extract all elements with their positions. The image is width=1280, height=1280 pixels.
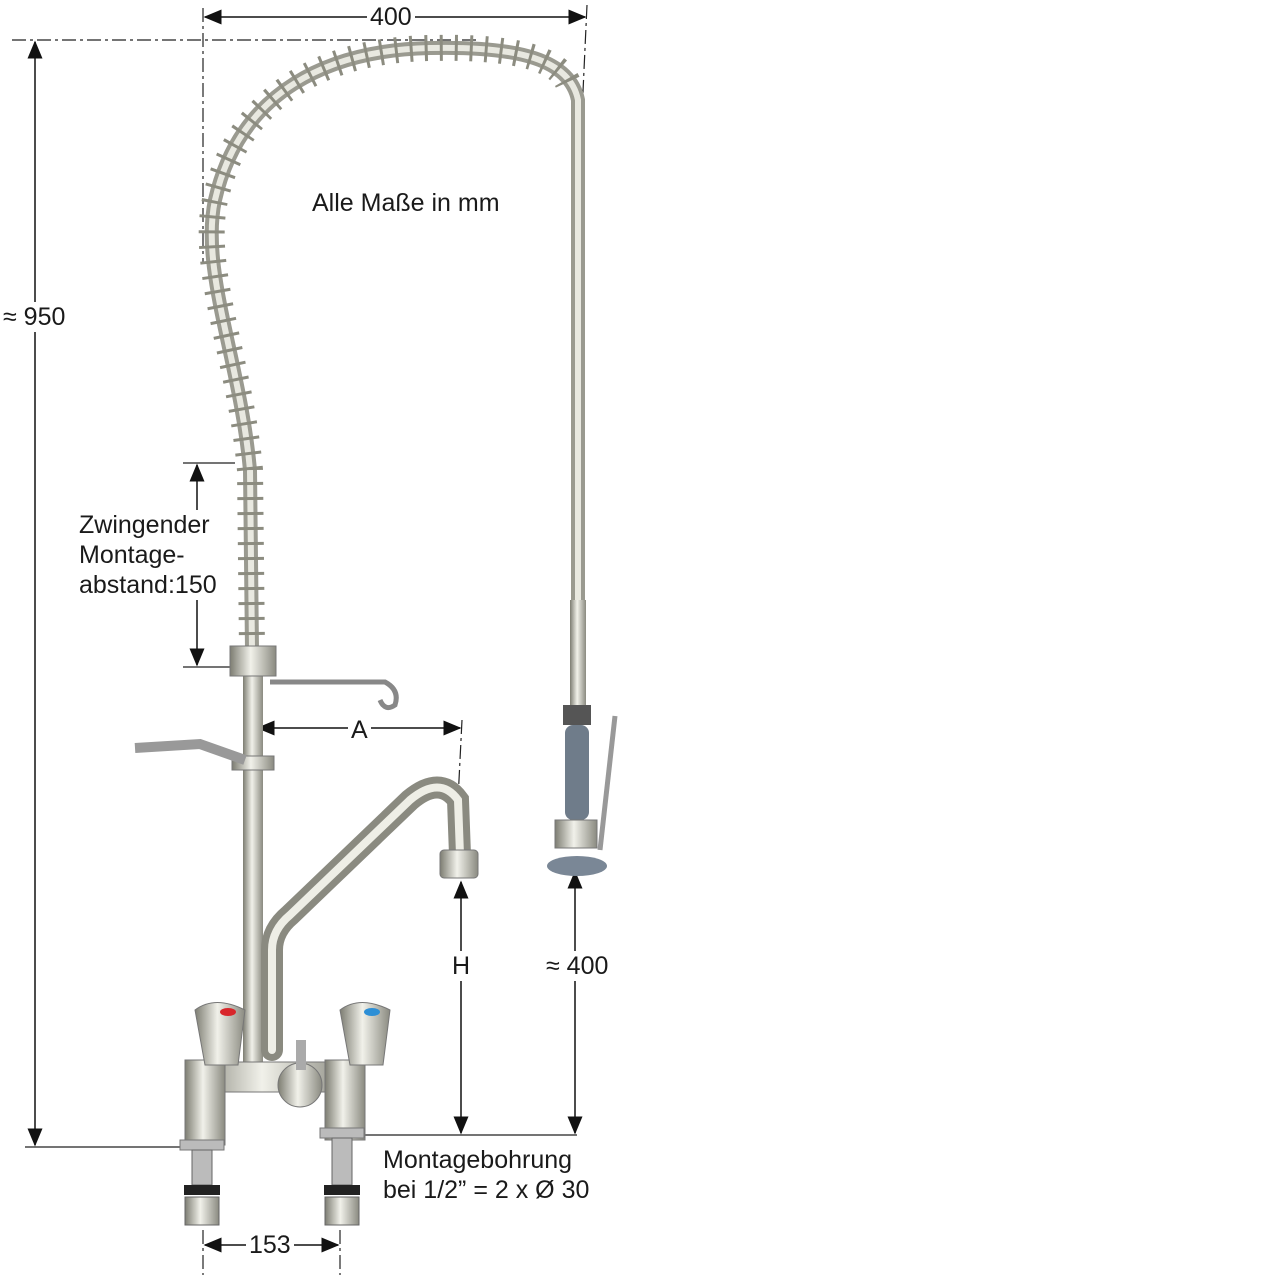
width-label: 400 [367,2,415,32]
spout-aerator [439,849,479,879]
spring-hose [198,34,585,651]
cold-handle [339,1002,391,1066]
supply-connectors [184,1137,360,1226]
mount-distance-line2: Montage- [79,541,185,569]
mount-hole-line1: Montagebohrung [383,1146,573,1174]
spring-collar [229,645,277,677]
mount-distance-line1: Zwingender [79,511,210,539]
wall-bracket [134,738,247,765]
dimension-arrows [27,9,587,1253]
mount-hole-line2: bei 1/2” = 2 x Ø 30 [383,1176,590,1204]
hook-bracket [270,679,399,711]
mount-distance-label: Zwingender Montage- abstand:150 [76,510,220,600]
mount-hole-label: Montagebohrung bei 1/2” = 2 x Ø 30 [383,1145,589,1205]
hot-indicator [220,1008,236,1016]
hot-handle [194,1002,246,1066]
spray-head [547,600,618,876]
spray-grip [565,725,589,820]
mixer-body [179,1040,366,1151]
mount-distance-line3: abstand:150 [79,571,217,599]
h-label: H [449,951,474,981]
reference-lines [25,462,577,1148]
cold-indicator [364,1008,380,1016]
units-note: Alle Maße in mm [312,189,500,217]
height-label: ≈ 950 [0,302,69,332]
spray-height-label: ≈ 400 [543,951,612,981]
a-label: A [348,715,371,745]
column [243,650,263,1070]
spray-nozzle [547,856,607,876]
inlet-spacing-label: 153 [246,1230,294,1260]
spray-lever [597,715,618,851]
